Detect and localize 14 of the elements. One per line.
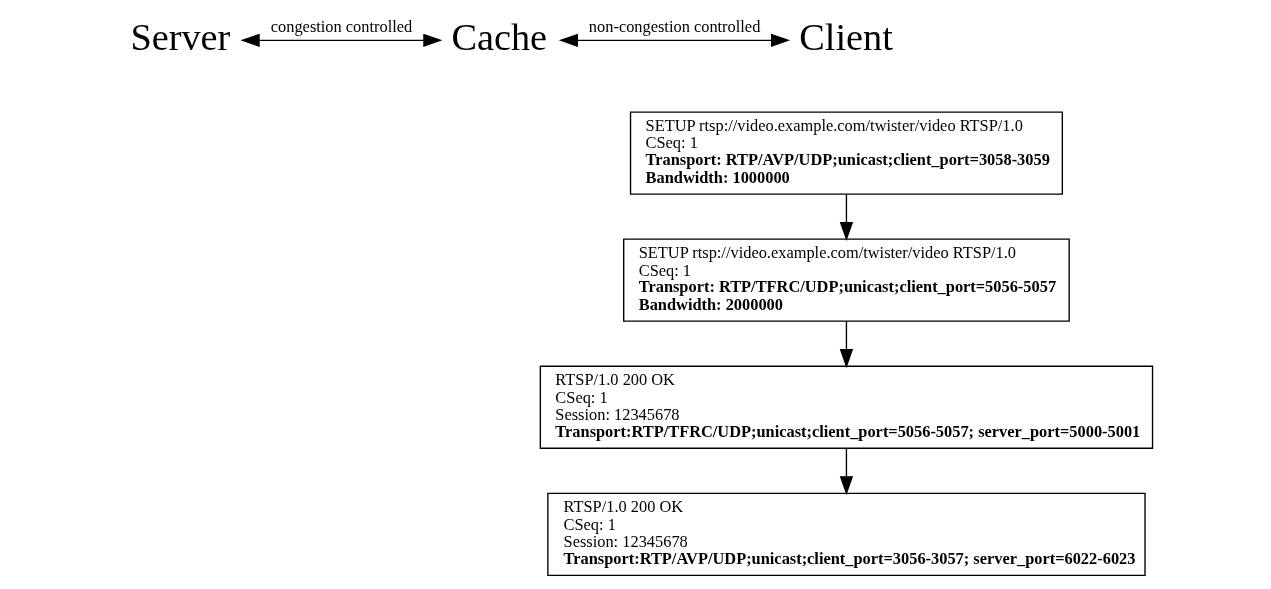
arrow — [558, 33, 790, 48]
node-box: SETUP rtsp://video.example.com/twister/video RTSP/1.0 CSeq: 1 Transport: RTP/TFRC/UDP;unicast;client_port=5056-5057 Bandwidth: 2000000 — [622, 238, 1070, 322]
arrow — [240, 33, 442, 48]
node-text: Cache — [451, 15, 547, 58]
node-text: Server — [129, 15, 230, 58]
edge-label: non-congestion controlled — [588, 16, 760, 36]
node-box: RTSP/1.0 200 OK CSeq: 1 Session: 12345678 Transport:RTP/TFRC/UDP;unicast;client_port=5056-5057; server_port=5000-5001 — [539, 365, 1153, 449]
arrow — [839, 193, 853, 242]
arrow — [839, 320, 853, 369]
node-box: RTSP/1.0 200 OK CSeq: 1 Session: 12345678 Transport:RTP/AVP/UDP;unicast;client_port=3056-3057; server_port=6022-6023 — [546, 492, 1146, 576]
arrow — [839, 447, 853, 496]
node-box: SETUP rtsp://video.example.com/twister/video RTSP/1.0 CSeq: 1 Transport: RTP/AVP/UDP;unicast;client_port=3058-3059 Bandwidth: 1000000 — [629, 111, 1063, 195]
node-text: Client — [798, 15, 893, 58]
edge-label: congestion controlled — [270, 16, 412, 36]
